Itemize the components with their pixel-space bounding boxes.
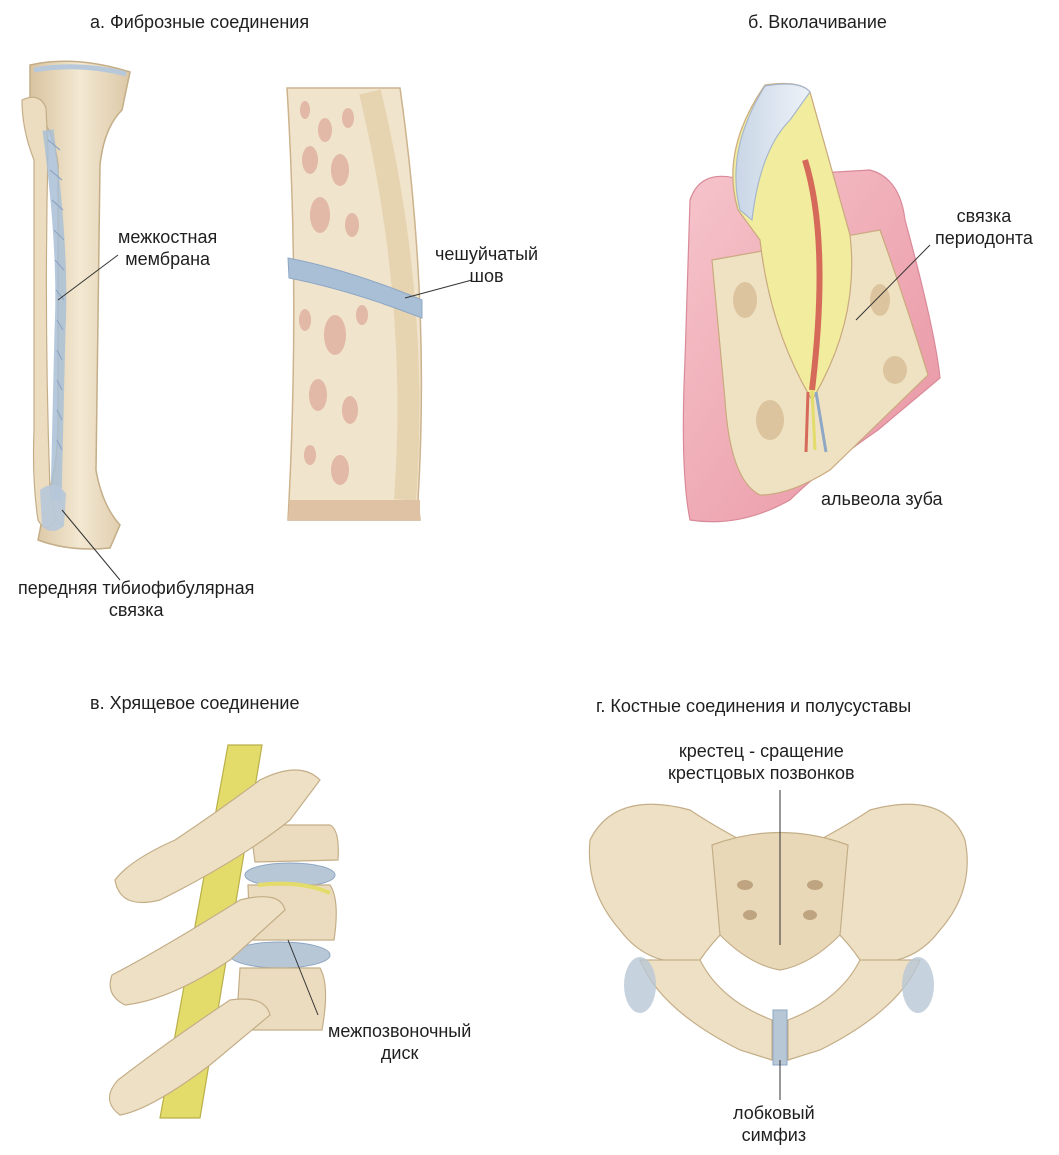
label-anterior-tibiofibular-ligament: передняя тибиофибулярная связка [18,577,254,621]
label-line: лобковый [733,1102,815,1124]
label-sacrum: крестец - сращение крестцовых позвонков [668,740,855,784]
label-line: крестец - сращение [668,740,855,762]
pelvis-illustration [589,804,967,1065]
label-squamous-suture: чешуйчатый шов [435,243,538,287]
label-line: крестцовых позвонков [668,762,855,784]
label-line: альвеола зуба [821,488,943,510]
label-intervertebral-disc: межпозвоночный диск [328,1020,471,1064]
label-line: периодонта [935,227,1033,249]
label-pubic-symphysis: лобковый симфиз [733,1102,815,1146]
label-line: межкостная [118,226,217,248]
label-line: диск [328,1042,471,1064]
label-line: межпозвоночный [328,1020,471,1042]
label-tooth-alveolus: альвеола зуба [821,488,943,510]
vertebrae-illustration [109,745,338,1118]
tibia-fibula-illustration [22,61,130,549]
skull-suture-illustration [287,88,422,520]
label-interosseous-membrane: межкостная мембрана [118,226,217,270]
label-periodontal-ligament: связка периодонта [935,205,1033,249]
label-line: симфиз [733,1124,815,1146]
label-line: шов [435,265,538,287]
tooth-gomphosis-illustration [683,84,940,522]
label-line: связка [935,205,1033,227]
label-line: связка [18,599,254,621]
label-line: чешуйчатый [435,243,538,265]
label-line: передняя тибиофибулярная [18,577,254,599]
label-line: мембрана [118,248,217,270]
